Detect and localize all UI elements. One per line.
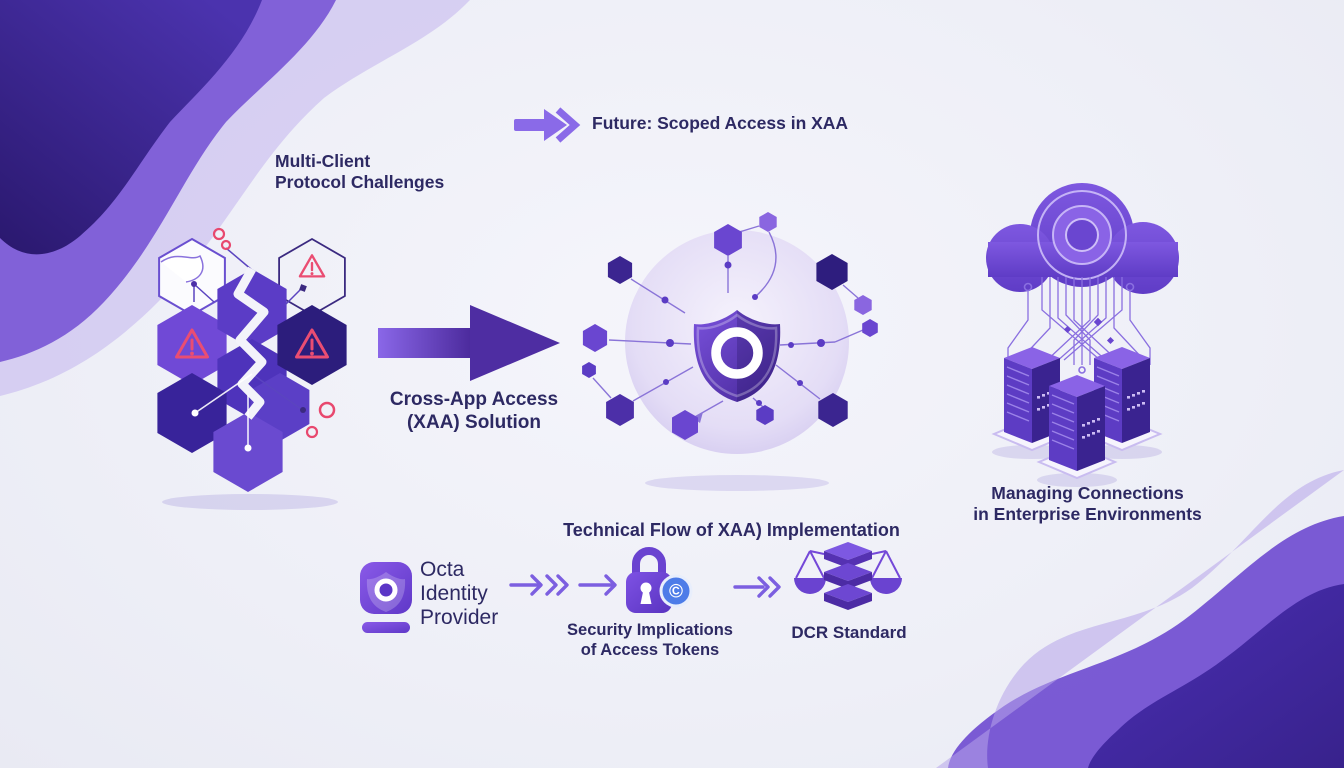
scale-pan (870, 578, 902, 594)
hexagon (213, 412, 283, 492)
broken-hexagon-cluster-illustration (157, 227, 347, 510)
challenges-title-line2: Protocol Challenges (275, 172, 445, 193)
white-dot (244, 444, 252, 452)
provider-line2: Identity (420, 581, 488, 605)
security-caption-line1: Security Implications (567, 621, 733, 639)
keyhole-icon (640, 592, 652, 604)
copyright-badge (659, 574, 693, 608)
security-caption: Security Implications of Access Tokens (560, 620, 740, 660)
white-links (194, 373, 253, 448)
stack-icon (824, 542, 872, 610)
node-links (193, 247, 302, 410)
link-dots (661, 261, 825, 406)
scale-hangers (795, 550, 901, 579)
padlock-icon: © (626, 547, 693, 613)
solution-arrow-icon (378, 305, 560, 381)
okta-ring-icon (374, 578, 398, 602)
node-dot (300, 407, 306, 413)
pink-circles (212, 227, 336, 439)
challenges-title: Multi-Client Protocol Challenges (275, 151, 444, 194)
server-icon (1036, 375, 1118, 487)
node-dot (191, 281, 197, 287)
flow-title: Technical Flow of XAA) Implementation (563, 520, 900, 540)
provider-label: Octa Identity Provider (420, 558, 498, 630)
white-dot (191, 409, 199, 417)
orb-shadow (645, 475, 829, 491)
warning-triangle-icon (295, 328, 329, 359)
future-label: Future: Scoped Access in XAA (592, 113, 849, 133)
dcr-caption: DCR Standard (791, 623, 907, 642)
underline-pill (362, 622, 410, 633)
flow-arrow-icon (733, 576, 781, 598)
solution-title-line1: Cross-App Access (389, 389, 559, 410)
padlock-shackle (632, 547, 666, 574)
shield-network-illustration (582, 212, 878, 491)
circuit-lines (1007, 277, 1151, 374)
challenges-title-line1: Multi-Client (275, 151, 371, 171)
scales-icon (794, 542, 902, 610)
solution-title: Cross-App Access (XAA) Solution (374, 388, 574, 434)
solution-title-line2: (XAA) Solution (406, 412, 542, 434)
warning-triangle-icon (175, 328, 209, 359)
keyhole-icon (640, 582, 652, 594)
corner-wave-bottom-right (936, 470, 1344, 768)
warning-triangle-icon (298, 254, 326, 278)
copyright-symbol: © (669, 582, 683, 603)
security-caption-line2: of Access Tokens (580, 641, 720, 660)
flow-arrows-icon (509, 574, 617, 596)
shield-letter-o (711, 327, 763, 379)
future-arrow-icon (514, 107, 581, 143)
managing-caption-line2: in Enterprise Environments (973, 504, 1202, 525)
corner-wave-top-left (0, 0, 470, 396)
cloud-servers-illustration (986, 183, 1179, 487)
cluster-shadow (162, 494, 338, 510)
node-square (299, 284, 307, 292)
provider-line3: Provider (420, 605, 499, 629)
managing-caption: Managing Connections in Enterprise Envir… (950, 483, 1225, 526)
okta-app-icon (360, 562, 412, 633)
network-hexagons (582, 212, 878, 440)
cloud-icon (986, 183, 1179, 294)
provider-line1: Octa (420, 558, 465, 581)
fold-shape (160, 254, 204, 283)
managing-caption-line1: Managing Connections (991, 483, 1184, 503)
shield-icon (693, 310, 781, 402)
scale-pan (794, 578, 826, 594)
crack-icon (233, 266, 269, 420)
